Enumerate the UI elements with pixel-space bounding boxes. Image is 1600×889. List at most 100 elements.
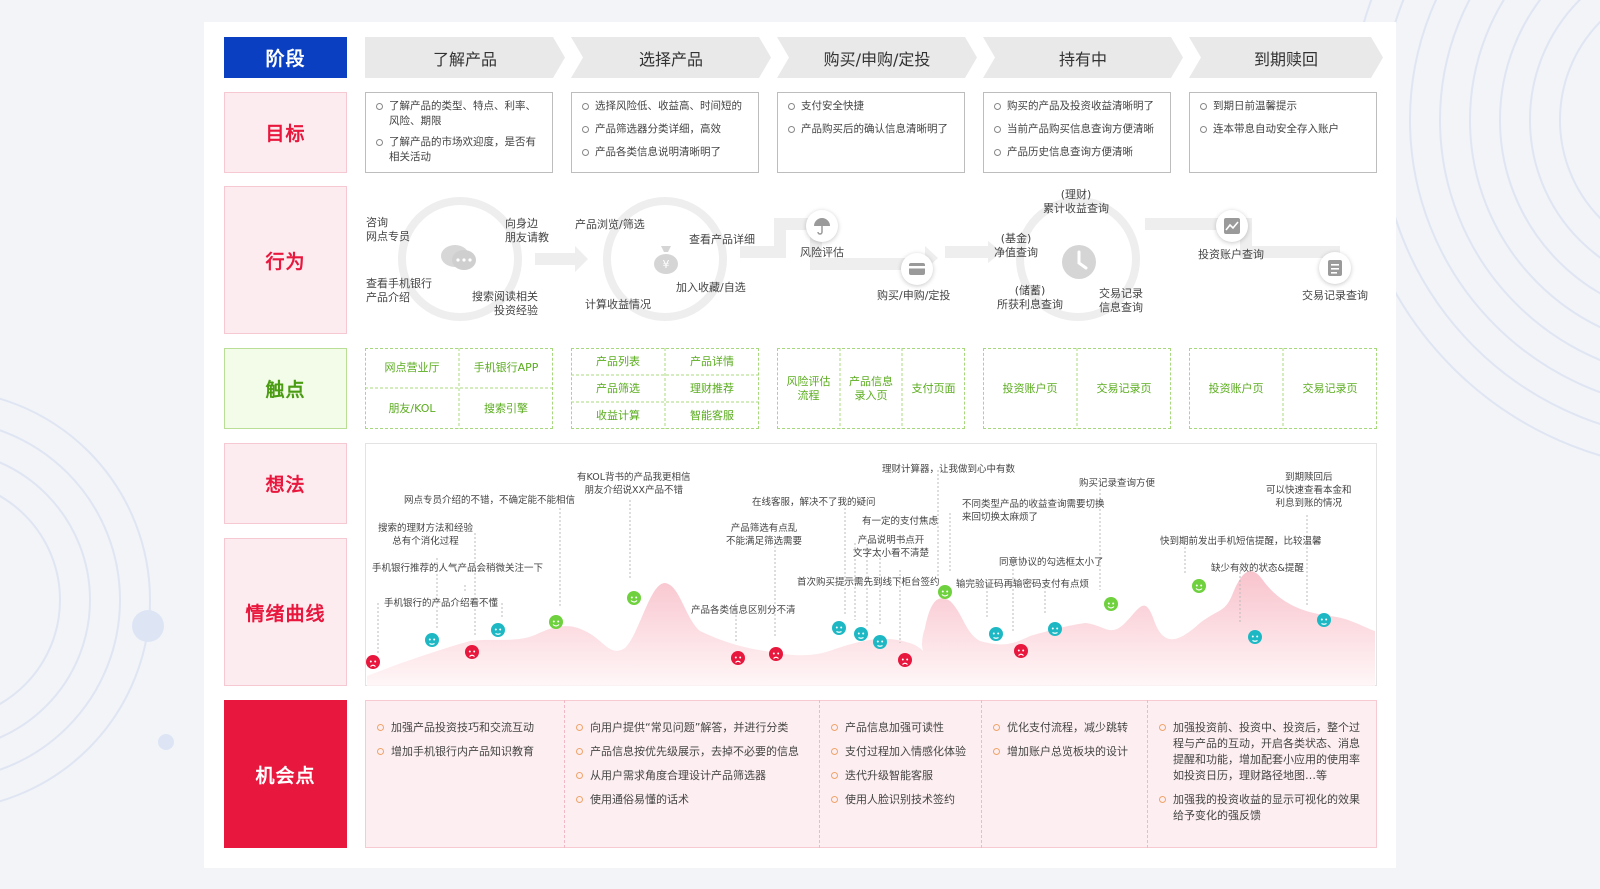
behavior-trade-record-info: 交易记录 信息查询 — [1099, 287, 1143, 314]
touchpoint-record-page-2: 交易记录页 — [1302, 381, 1358, 395]
record-list-icon — [1319, 252, 1351, 284]
neutral-face-icon — [1048, 622, 1062, 636]
money-bag-icon: ¥ — [652, 243, 680, 279]
opportunity-item: 增加账户总览板块的设计 — [993, 744, 1137, 760]
thought-9: 有一定的支付焦虑 — [862, 516, 939, 527]
opportunity-col-2: 向用户提供“常见问题”解答，并进行分类 产品信息按优先级展示，去掉不必要的信息 … — [564, 700, 819, 848]
thought-15: 输完验证码再输密码支付有点烦 — [956, 579, 1090, 590]
goal-box-3: 支付安全快捷 产品购买后的确认信息清晰明了 — [777, 92, 965, 173]
sad-face-icon — [465, 645, 479, 659]
chart-icon — [1216, 210, 1248, 242]
behavior-saving-interest: (储蓄) 所获利息查询 — [997, 284, 1063, 311]
behavior-flow-graphic — [398, 197, 1340, 321]
stage-3: 购买/申购/定投 — [777, 37, 977, 78]
thought-16: 购买记录查询方便 — [1079, 478, 1156, 489]
opportunity-item: 加强我的投资收益的显示可视化的效果给予变化的强反馈 — [1159, 792, 1363, 824]
thought-11: 首次购买提示需先到线下柜台签约 — [797, 577, 940, 588]
clock-icon — [1061, 244, 1097, 284]
stage-1: 了解产品 — [365, 37, 565, 78]
opportunity-divider — [981, 700, 982, 848]
touchpoint-branch: 网点营业厅 — [384, 361, 440, 374]
behavior-add-favorite: 加入收藏/自选 — [676, 281, 746, 294]
thought-10: 产品说明书点开 文字太小看不清楚 — [853, 535, 930, 559]
behavior-fund-nav: (基金) 净值查询 — [994, 232, 1038, 259]
behavior-search-experience: 搜索阅读相关 投资经验 — [472, 290, 538, 317]
goal-item: 了解产品的类型、特点、利率、风险、期限 — [376, 99, 542, 129]
svg-text:¥: ¥ — [663, 258, 670, 271]
opportunity-item: 从用户需求角度合理设计产品筛选器 — [576, 768, 809, 784]
touchpoint-payment-page: 支付页面 — [911, 381, 956, 395]
opportunity-divider — [1147, 700, 1148, 848]
stage-2: 选择产品 — [571, 37, 771, 78]
touchpoint-product-filter: 产品筛选 — [596, 381, 640, 395]
opportunity-item: 加强投资前、投资中、投资后，整个过程与产品的互动，开启各类状态、消息提醒和功能，… — [1159, 720, 1363, 784]
goal-box-4: 购买的产品及投资收益清晰明了 当前产品购买信息查询方便清晰 产品历史信息查询方便… — [983, 92, 1171, 173]
row-label-thought: 想法 — [224, 443, 347, 524]
happy-face-icon — [549, 615, 563, 629]
thought-7: 产品筛选有点乱 不能满足筛选需要 — [726, 523, 803, 547]
behavior-record-query: 交易记录查询 — [1302, 289, 1368, 302]
stage-4: 持有中 — [983, 37, 1183, 78]
goal-item: 选择风险低、收益高、时间短的 — [582, 99, 748, 114]
row-label-opportunity: 机会点 — [224, 700, 347, 848]
behavior-ask-friends: 向身边 朋友请教 — [505, 217, 549, 244]
behavior-risk-assess: 风险评估 — [800, 246, 844, 259]
touchpoint-return-calc: 收益计算 — [596, 408, 640, 422]
thought-12: 理财计算器，让我做到心中有数 — [882, 464, 1016, 475]
row-label-goal: 目标 — [224, 92, 347, 173]
touchpoint-info-entry: 产品信息 录入页 — [849, 374, 893, 402]
row-label-behavior: 行为 — [224, 186, 347, 334]
row-label-stage: 阶段 — [224, 37, 347, 78]
sad-face-icon — [366, 655, 380, 669]
sad-face-icon — [1014, 644, 1028, 658]
thought-1: 网点专员介绍的不错，不确定能不能相信 — [404, 495, 576, 506]
touchpoint-dividers — [365, 348, 1284, 429]
thought-3: 手机银行推荐的人气产品会稍微关注一下 — [372, 563, 544, 574]
neutral-face-icon — [1317, 613, 1331, 627]
touchpoint-account-page-2: 投资账户页 — [1208, 381, 1264, 395]
goal-item: 当前产品购买信息查询方便清晰 — [994, 122, 1160, 137]
opportunity-item: 加强产品投资技巧和交流互动 — [377, 720, 554, 736]
opportunity-col-1: 加强产品投资技巧和交流互动 增加手机银行内产品知识教育 — [365, 700, 564, 848]
touchpoint-product-detail: 产品详情 — [690, 354, 734, 368]
touchpoint-mobile-app: 手机银行APP — [473, 361, 539, 374]
stage-5: 到期赎回 — [1189, 37, 1383, 78]
sad-face-icon — [898, 653, 912, 667]
goal-item: 了解产品的市场欢迎度，是否有相关活动 — [376, 135, 542, 165]
neutral-face-icon — [989, 627, 1003, 641]
goal-item: 购买的产品及投资收益清晰明了 — [994, 99, 1160, 114]
touchpoint-account-page: 投资账户页 — [1002, 381, 1058, 395]
opportunity-item: 增加手机银行内产品知识教育 — [377, 744, 554, 760]
happy-face-icon — [1104, 597, 1118, 611]
goal-box-5: 到期日前温馨提示 连本带息自动安全存入账户 — [1189, 92, 1377, 173]
neutral-face-icon — [425, 633, 439, 647]
thought-6: 产品各类信息区别分不清 — [691, 605, 796, 616]
opportunity-item: 迭代升级智能客服 — [831, 768, 971, 784]
chat-icon — [440, 243, 478, 277]
opportunity-col-5: 加强投资前、投资中、投资后，整个过程与产品的互动，开启各类状态、消息提醒和功能，… — [1147, 700, 1377, 848]
thought-19: 缺少有效的状态&提醒 — [1211, 563, 1304, 574]
opportunity-item: 支付过程加入情感化体验 — [831, 744, 971, 760]
opportunity-item: 产品信息加强可读性 — [831, 720, 971, 736]
goal-item: 产品购买后的确认信息清晰明了 — [788, 122, 954, 137]
goal-item: 支付安全快捷 — [788, 99, 954, 114]
thought-13: 不同类型产品的收益查询需要切换 来回切换太麻烦了 — [962, 499, 1105, 523]
opportunity-col-4: 优化支付流程，减少跳转 增加账户总览板块的设计 — [981, 700, 1147, 848]
row-label-emotion: 情绪曲线 — [224, 538, 347, 686]
thought-8: 在线客服，解决不了我的疑问 — [752, 497, 876, 508]
opportunity-item: 产品信息按优先级展示，去掉不必要的信息 — [576, 744, 809, 760]
umbrella-icon — [806, 210, 838, 242]
happy-face-icon — [627, 591, 641, 605]
neutral-face-icon — [873, 635, 887, 649]
touchpoint-box-3 — [777, 348, 965, 429]
goal-item: 到期日前温馨提示 — [1200, 99, 1366, 114]
behavior-consult-branch: 咨询 网点专员 — [366, 216, 410, 243]
neutral-face-icon — [832, 621, 846, 635]
goal-item: 产品各类信息说明清晰明了 — [582, 145, 748, 160]
emotion-curve — [367, 470, 1375, 686]
touchpoint-smart-service: 智能客服 — [690, 408, 734, 422]
neutral-face-icon — [491, 623, 505, 637]
opportunity-col-3: 产品信息加强可读性 支付过程加入情感化体验 迭代升级智能客服 使用人脸识别技术签… — [819, 700, 981, 848]
opportunity-item: 向用户提供“常见问题”解答，并进行分类 — [576, 720, 809, 736]
opportunity-panel — [365, 700, 1377, 848]
